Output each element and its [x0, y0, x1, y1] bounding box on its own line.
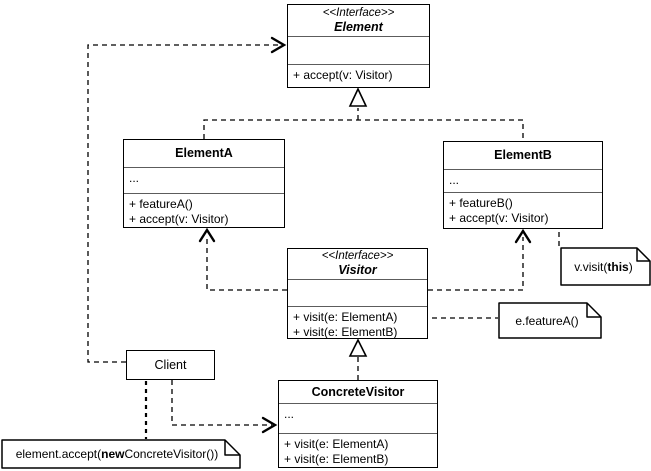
note-shape-v-visit-this[interactable] — [560, 247, 651, 286]
class-element[interactable]: <<Interface>> Element + accept(v: Visito… — [287, 4, 430, 88]
edge-dependency-client-to-concretevisitor[interactable] — [171, 380, 278, 434]
class-element-header: <<Interface>> Element — [288, 5, 429, 36]
class-concretevisitor[interactable]: ConcreteVisitor ... + visit(e: ElementA)… — [278, 380, 438, 468]
note-v-visit-this[interactable]: v.visit(this) — [561, 248, 646, 285]
class-elementa-name: ElementA — [175, 146, 233, 160]
class-elementa[interactable]: ElementA ... + featureA() + accept(v: Vi… — [123, 139, 285, 228]
class-visitor[interactable]: <<Interface>> Visitor + visit(e: Element… — [287, 248, 428, 339]
note-text: e.featureA() — [515, 313, 579, 328]
method: + featureB() — [449, 196, 513, 210]
method: + accept(v: Visitor) — [449, 211, 549, 225]
field: ... — [284, 407, 295, 421]
note-e-featurea[interactable]: e.featureA() — [499, 303, 595, 338]
class-concretevisitor-name: ConcreteVisitor — [311, 384, 405, 399]
note-text-suffix: ConcreteVisitor()) — [124, 447, 219, 461]
class-visitor-fields — [288, 279, 427, 306]
edge-realization-concretevisitor-to-visitor[interactable] — [348, 338, 368, 380]
method: + visit(e: ElementB) — [284, 452, 389, 466]
class-elementb-methods: + featureB() + accept(v: Visitor) — [444, 192, 602, 228]
class-concretevisitor-fields: ... — [279, 403, 437, 433]
method: + visit(e: ElementB) — [293, 325, 398, 339]
method: + visit(e: ElementA) — [284, 437, 389, 451]
edge-dependency-client-to-element[interactable] — [87, 36, 287, 363]
method: + featureA() — [129, 197, 193, 211]
class-elementb-header: ElementB — [444, 142, 602, 169]
class-elementa-methods: + featureA() + accept(v: Visitor) — [124, 193, 284, 227]
class-element-fields — [288, 36, 429, 64]
class-client-name: Client — [154, 358, 187, 372]
class-element-stereotype: <<Interface>> — [322, 6, 395, 19]
class-visitor-header: <<Interface>> Visitor — [288, 249, 427, 279]
note-text-prefix: element.accept( — [15, 447, 102, 461]
class-concretevisitor-header: ConcreteVisitor — [279, 381, 437, 403]
class-visitor-methods: + visit(e: ElementA) + visit(e: ElementB… — [288, 306, 427, 340]
class-elementa-fields: ... — [124, 167, 284, 193]
note-text-prefix: v.visit( — [574, 259, 608, 274]
field: ... — [129, 171, 140, 185]
class-elementb[interactable]: ElementB ... + featureB() + accept(v: Vi… — [443, 141, 603, 229]
method: + accept(v: Visitor) — [129, 212, 229, 226]
class-concretevisitor-methods: + visit(e: ElementA) + visit(e: ElementB… — [279, 433, 437, 467]
class-element-name: Element — [334, 19, 383, 34]
method: + accept(v: Visitor) — [293, 68, 393, 82]
note-shape-element-accept[interactable] — [1, 439, 241, 469]
method: + visit(e: ElementA) — [293, 310, 398, 324]
class-visitor-name: Visitor — [338, 263, 377, 277]
note-element-accept[interactable]: element.accept(new ConcreteVisitor()) — [2, 440, 232, 468]
edge-realization-elements-to-element[interactable] — [203, 87, 524, 141]
class-elementb-name: ElementB — [494, 148, 552, 162]
edge-dependency-visitor-to-elementb[interactable] — [428, 228, 532, 291]
note-text-bold: new — [101, 447, 125, 461]
note-shape-e-featurea[interactable] — [498, 302, 602, 339]
class-elementb-fields: ... — [444, 169, 602, 192]
note-text-bold: this — [607, 259, 629, 274]
edge-dependency-visitor-to-elementa[interactable] — [198, 227, 287, 291]
class-elementa-header: ElementA — [124, 140, 284, 167]
note-text-suffix: ) — [628, 259, 633, 274]
class-visitor-stereotype: <<Interface>> — [321, 250, 394, 262]
field: ... — [449, 173, 460, 187]
class-element-methods: + accept(v: Visitor) — [288, 64, 429, 87]
class-client[interactable]: Client — [126, 350, 215, 380]
